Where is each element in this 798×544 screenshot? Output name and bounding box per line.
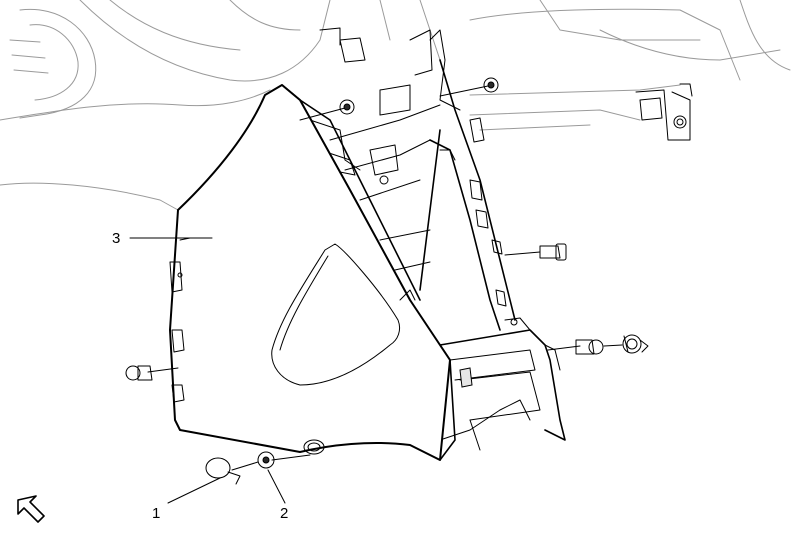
callout-leader-lines <box>129 237 286 504</box>
bolt-left-side <box>125 365 179 381</box>
callout-2-label: 2 <box>280 505 288 522</box>
console-side-trim-panel <box>169 84 451 461</box>
bolt-top-right <box>439 77 499 97</box>
bolt-bottom-item-2 <box>257 451 311 469</box>
dashboard-background <box>0 0 791 211</box>
callout-1-label: 1 <box>152 505 160 522</box>
bolt-rear <box>547 339 604 355</box>
bolt-top-left <box>299 99 355 121</box>
callout-3-label: 3 <box>112 230 120 247</box>
push-pin-retainer-item-1 <box>205 457 259 485</box>
console-frame <box>281 27 516 341</box>
bolt-right-side <box>504 243 567 261</box>
view-direction-arrow-icon <box>17 495 45 523</box>
dash-mounting-bracket <box>635 83 693 141</box>
push-pin-retainer-rear <box>603 334 649 354</box>
